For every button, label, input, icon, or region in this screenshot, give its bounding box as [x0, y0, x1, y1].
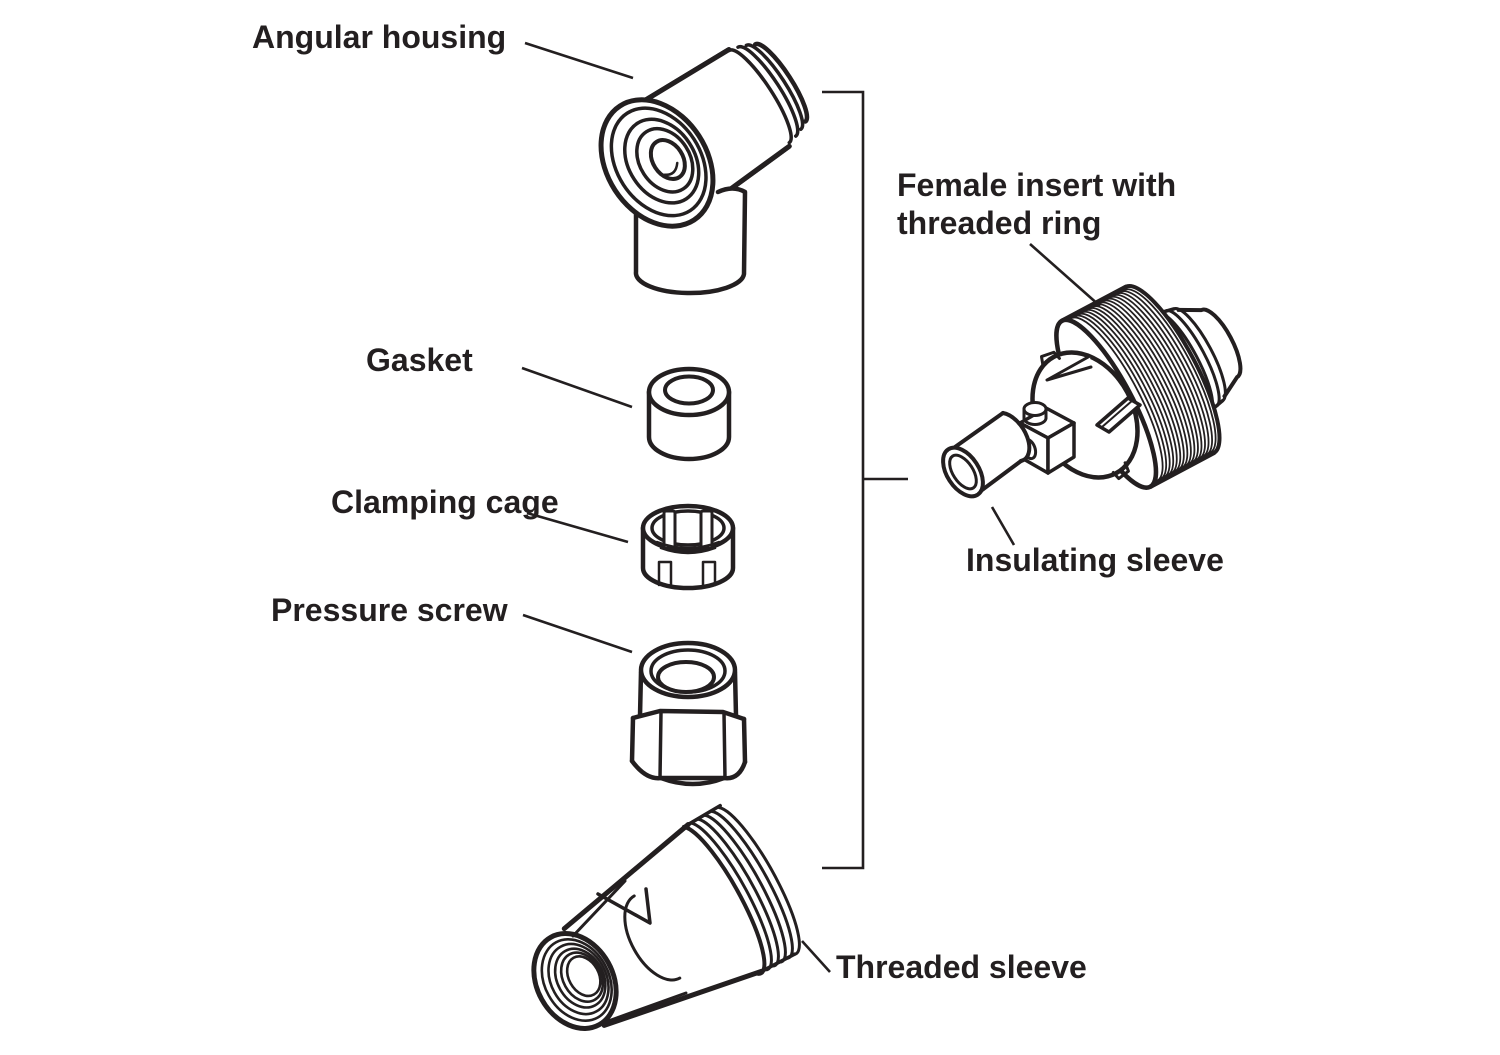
leader-female-insert — [1029, 243, 1101, 307]
leader-threaded-sleeve — [801, 940, 831, 973]
label-female-insert: Female insert with threaded ring — [897, 166, 1176, 242]
threaded-sleeve-drawing — [531, 803, 801, 1031]
angular-housing-drawing — [598, 41, 810, 296]
label-threaded-sleeve: Threaded sleeve — [836, 949, 1087, 985]
label-insulating-sleeve: Insulating sleeve — [966, 542, 1224, 578]
leader-gasket — [521, 366, 633, 409]
label-female-insert-line2: threaded ring — [897, 205, 1102, 241]
pressure-screw-drawing — [629, 640, 748, 787]
female-insert-drawing — [1018, 284, 1243, 490]
gasket-drawing — [646, 366, 732, 462]
assembly-bracket — [822, 90, 908, 870]
label-clamping-cage: Clamping cage — [331, 484, 559, 520]
label-gasket: Gasket — [366, 342, 473, 378]
leader-pressure-screw — [522, 613, 633, 654]
label-pressure-screw: Pressure screw — [271, 592, 508, 628]
leader-insulating-sleeve — [990, 506, 1016, 546]
leader-angular-housing — [524, 41, 634, 80]
clamping-cage-drawing — [640, 503, 736, 591]
leader-clamping-cage — [526, 511, 629, 544]
label-angular-housing: Angular housing — [252, 19, 507, 55]
insulating-sleeve-drawing — [941, 411, 1032, 499]
label-female-insert-line1: Female insert with — [897, 167, 1177, 203]
